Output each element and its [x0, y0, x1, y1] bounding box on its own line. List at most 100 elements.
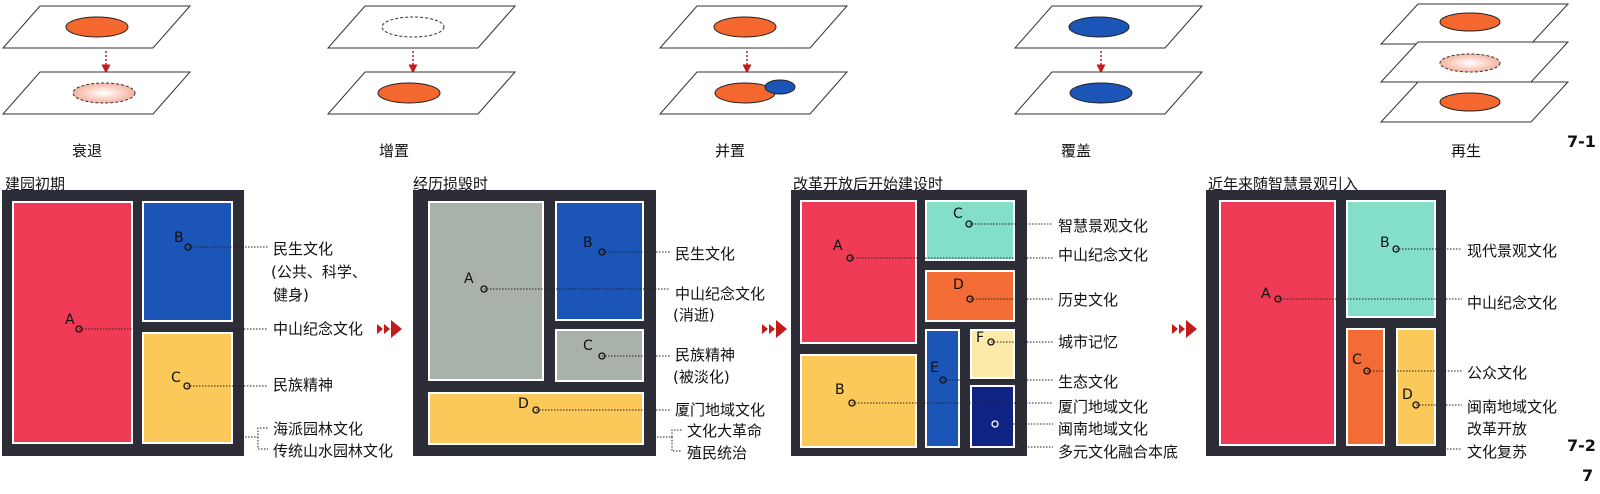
stage-4-block-a — [1219, 200, 1336, 446]
dot-3f — [987, 338, 995, 346]
stage-3-block-g — [970, 385, 1015, 448]
caption-juxtaposition: 并置 — [714, 142, 746, 160]
stage-2-title: 经历损毁时 — [413, 175, 489, 193]
arrow-2-3 — [762, 320, 787, 338]
dot-3d — [966, 295, 974, 303]
stage-2-letter-b: B — [583, 235, 593, 251]
leader-1frame-b — [257, 437, 268, 450]
arrow-1-2 — [377, 320, 402, 338]
dot-2a — [480, 285, 488, 293]
stage-3-block-a — [800, 200, 917, 344]
dot-3a — [846, 254, 854, 262]
overlay-diagram — [1013, 5, 1204, 115]
stage-1-block-a — [12, 201, 133, 444]
stage-1-block-b — [142, 201, 233, 322]
orange-ellipse — [713, 16, 777, 38]
stage-2-label-8: 殖民统治 — [687, 444, 748, 462]
stage-2-letter-d: D — [518, 396, 529, 412]
dot-2d — [532, 406, 540, 414]
leader-lines — [79, 223, 1462, 452]
caption-addition: 增置 — [378, 142, 410, 160]
dot-4b — [1392, 245, 1400, 253]
stage-4-label-4: 闽南地域文化 — [1467, 398, 1558, 416]
juxtaposition-diagram — [658, 5, 849, 115]
stage-1-label-5: 民族精神 — [273, 376, 334, 394]
stage-3-label-4: 城市记忆 — [1058, 333, 1119, 351]
regeneration-diagram — [1379, 3, 1570, 123]
dashed-ellipse — [381, 16, 445, 38]
stage-1-label-4: 中山纪念文化 — [273, 320, 364, 338]
dot-3g — [991, 420, 999, 428]
dot-1b — [184, 243, 192, 251]
stage-3-label-7: 闽南地域文化 — [1058, 420, 1149, 438]
stage-2-label-6: 厦门地域文化 — [675, 401, 766, 419]
stage-4-label-3: 公众文化 — [1467, 364, 1528, 382]
stage-2-label-2: 中山纪念文化 — [675, 285, 766, 303]
stage-3-label-2: 中山纪念文化 — [1058, 246, 1149, 264]
figure-label-7-1: 7-1 — [1567, 132, 1596, 151]
stage-4-title: 近年来随智慧景观引入 — [1208, 175, 1359, 193]
stage-1-label-7: 传统山水园林文化 — [273, 442, 394, 460]
arrow-3-4 — [1172, 320, 1197, 338]
dot-4c — [1363, 367, 1371, 375]
orange-ellipse — [377, 82, 441, 104]
stage-2-letter-a: A — [464, 271, 474, 287]
stage-4-block-d — [1396, 328, 1436, 446]
stage-2-label-1: 民生文化 — [675, 245, 736, 263]
page-number: 7 — [1582, 466, 1594, 485]
stage-1-letter-b: B — [174, 230, 184, 246]
stage-2-label-5: (被淡化) — [673, 368, 730, 386]
stage-3-label-1: 智慧景观文化 — [1058, 217, 1149, 235]
stage-3-block-e — [925, 329, 960, 448]
stage-2-label-4: 民族精神 — [675, 346, 736, 364]
stage-3-letter-e: E — [930, 360, 939, 376]
stage-3-title: 改革开放后开始建设时 — [793, 175, 944, 193]
dot-3e — [939, 376, 947, 384]
dot-2b — [598, 248, 606, 256]
dot-3b — [848, 399, 856, 407]
orange-ellipse — [1439, 92, 1501, 112]
stage-4-letter-b: B — [1380, 235, 1390, 251]
stage-3-label-8: 多元文化融合本底 — [1058, 443, 1179, 461]
stage-3-letter-g: G — [977, 405, 988, 421]
orange-ellipse — [65, 16, 129, 38]
stage-3-label-3: 历史文化 — [1058, 291, 1119, 309]
stage-2-label-7: 文化大革命 — [687, 422, 763, 440]
leader-2frame-b — [671, 437, 682, 452]
stage-1-letter-a: A — [65, 312, 75, 328]
blue-ellipse — [1069, 82, 1133, 104]
stage-1-label-1: 民生文化 — [273, 240, 334, 258]
stage-2-letter-c: C — [583, 338, 593, 354]
orange-ellipse — [1439, 12, 1501, 32]
caption-decline: 衰退 — [71, 142, 103, 160]
stage-2-block-d — [428, 392, 644, 445]
transition-arrows — [377, 320, 1197, 338]
stage-4-letter-c: C — [1352, 352, 1362, 368]
stage-3-letter-d: D — [953, 277, 964, 293]
caption-overlay: 覆盖 — [1060, 142, 1092, 160]
stage-1-title: 建园初期 — [5, 175, 66, 193]
stage-2-label-3: (消逝) — [673, 306, 715, 324]
stage-4-label-2: 中山纪念文化 — [1467, 294, 1558, 312]
dot-1a — [75, 325, 83, 333]
stage-1-label-6: 海派园林文化 — [273, 420, 364, 438]
stage-4-label-5: 改革开放 — [1467, 420, 1528, 438]
dot-4a — [1274, 295, 1282, 303]
dot-3c — [965, 220, 973, 228]
stage-3-block-f — [970, 329, 1015, 379]
decline-diagram — [1, 5, 192, 115]
stage-3-block-c — [925, 200, 1015, 261]
anchor-dots — [75, 220, 1420, 428]
faded-ellipse — [72, 82, 136, 104]
stage-4-block-b — [1346, 200, 1436, 318]
leader-2frame — [651, 429, 682, 438]
stage-1-label-3: 健身) — [273, 286, 309, 304]
leader-1frame — [236, 427, 268, 438]
blue-ellipse — [764, 79, 796, 95]
stage-3-label-5: 生态文化 — [1058, 373, 1119, 391]
stage-3-letter-f: F — [976, 330, 985, 346]
stage-4-letter-a: A — [1261, 286, 1271, 302]
stage-4-label-6: 文化复苏 — [1467, 443, 1528, 461]
caption-regeneration: 再生 — [1450, 142, 1482, 160]
